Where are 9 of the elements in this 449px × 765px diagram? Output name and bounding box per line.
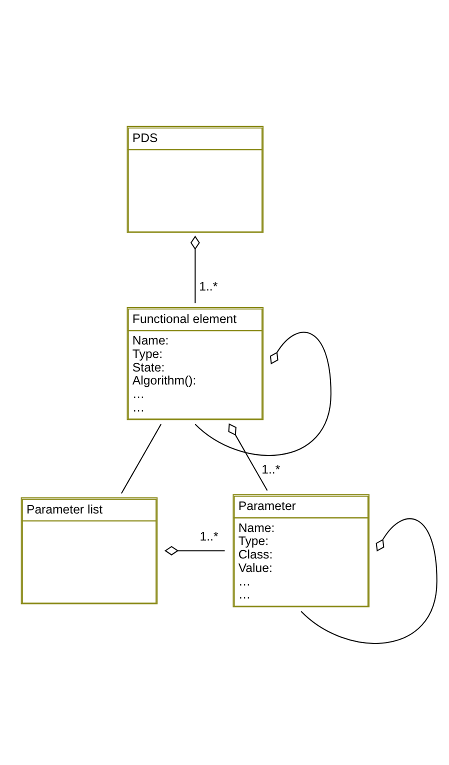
connector: [228, 422, 268, 490]
connector: [300, 518, 437, 644]
connector: [164, 546, 224, 555]
edge-label: 1..*: [261, 462, 280, 476]
connector: [190, 235, 200, 303]
edge-label: 1..*: [199, 529, 218, 544]
connector: [120, 423, 162, 494]
edge-label: 1..*: [198, 279, 218, 294]
connector: [194, 331, 331, 456]
